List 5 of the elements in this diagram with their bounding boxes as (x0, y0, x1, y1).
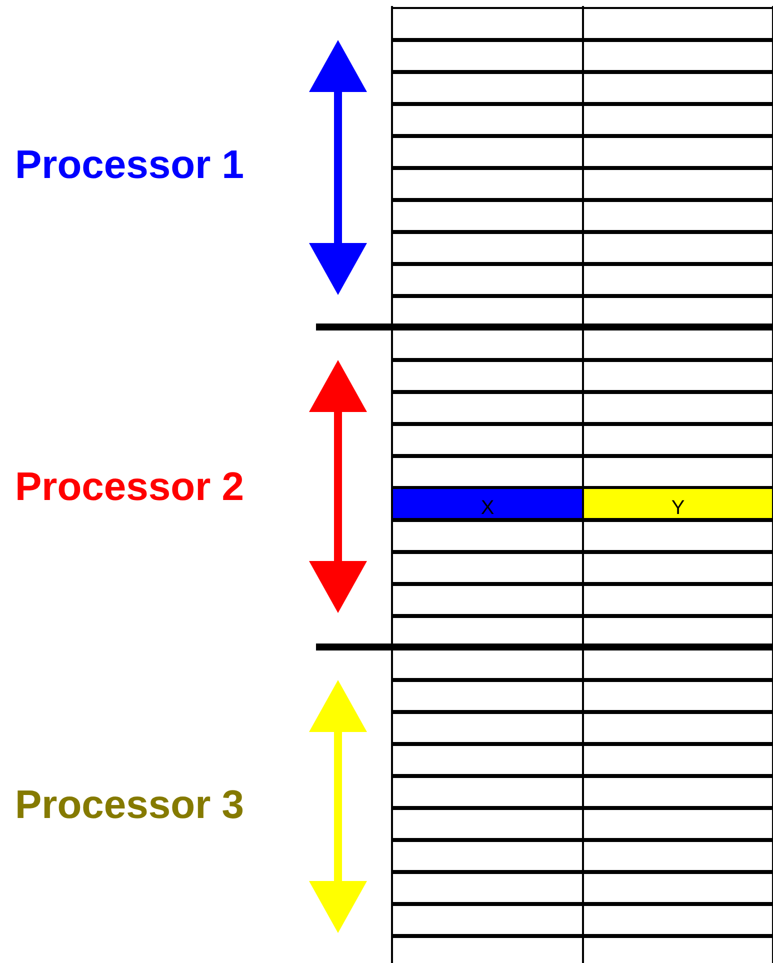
processor-label: Processor 2 (15, 464, 244, 510)
processor-label: Processor 3 (15, 782, 244, 828)
highlighted-cell: X (392, 488, 583, 519)
highlighted-cell: Y (583, 488, 773, 519)
processor-label: Processor 1 (15, 142, 244, 188)
